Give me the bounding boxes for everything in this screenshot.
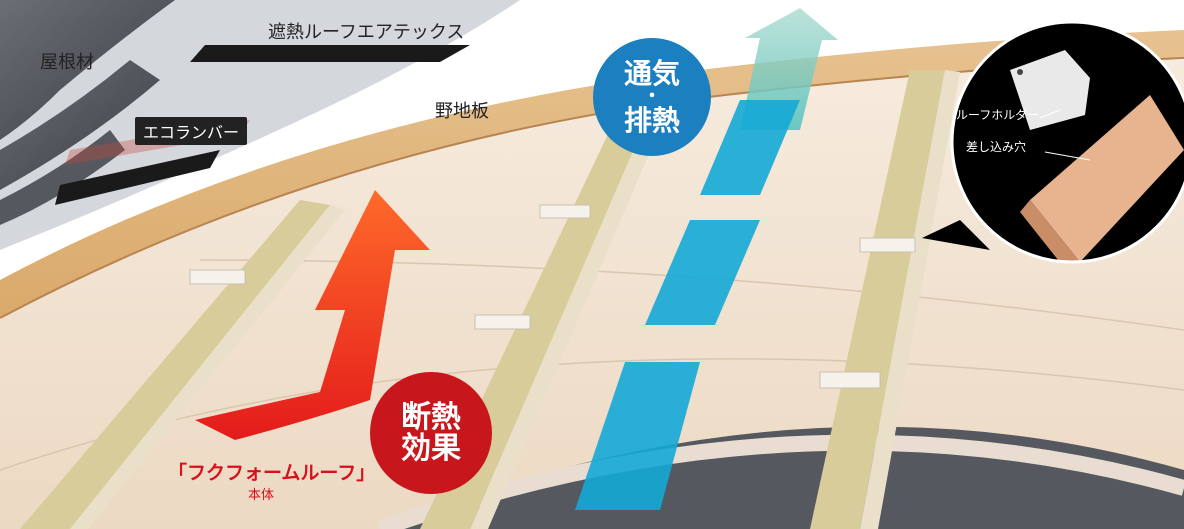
insulation-badge-line2: 効果 (401, 431, 461, 466)
roof-tiles (0, 0, 520, 250)
label-sheathing-board: 野地板 (435, 101, 489, 122)
heat-arrow (195, 190, 430, 440)
insulation-badge: 断熱 効果 (370, 372, 492, 494)
label-eco-lumber: エコランバー (135, 117, 248, 145)
label-heat-shield-sheet: 遮熱ルーフエアテックス (268, 22, 465, 43)
label-insert-hole: 差し込み穴 (966, 140, 1027, 154)
product-name: 「フクフォームルーフ」 (168, 462, 376, 484)
ventilation-badge-line2: 排熱 (623, 104, 680, 137)
label-roof-material: 屋根材 (40, 52, 94, 73)
ventilation-badge-dot: ・ (643, 86, 661, 107)
ventilation-badge-line1: 通気 (623, 56, 680, 90)
ventilation-badge: 通気 ・ 排熱 (593, 38, 711, 156)
label-roof-holder: ルーフホルダー (956, 108, 1040, 122)
detail-callout (922, 20, 1184, 264)
insulation-badge-line1: 断熱 (401, 399, 461, 435)
product-subtitle: 本体 (248, 488, 275, 503)
airflow-stream (575, 8, 838, 510)
